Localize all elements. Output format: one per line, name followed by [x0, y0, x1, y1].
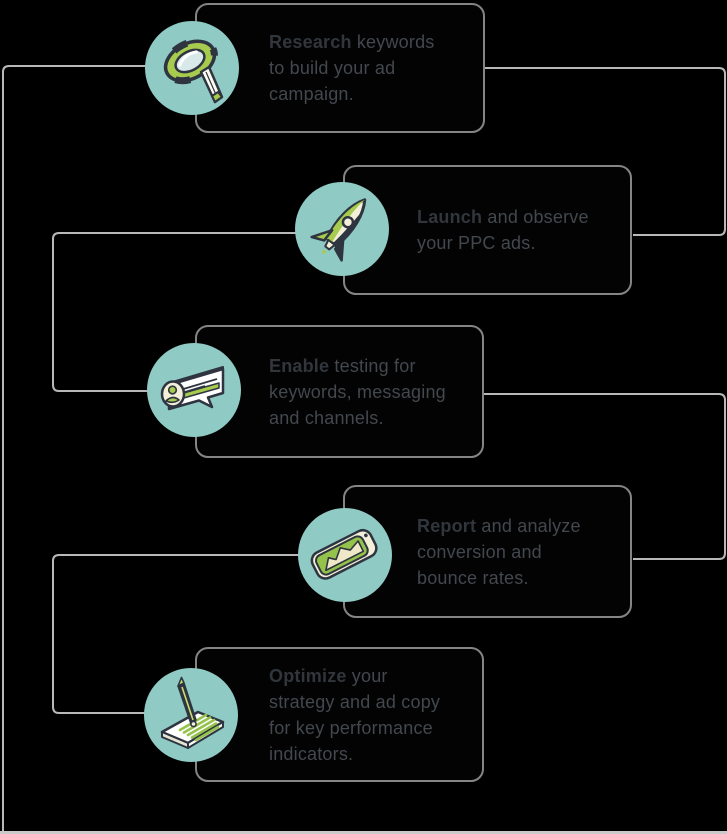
- connector-step1-step2: [485, 67, 726, 236]
- step-circle-research: [145, 21, 239, 115]
- chat-bubble-icon: [160, 366, 225, 411]
- phone-chart-icon: [310, 528, 378, 580]
- rocket-icon: [310, 198, 367, 262]
- bottom-edge-strip: [0, 831, 727, 834]
- connector-step3-step4: [484, 393, 726, 560]
- connector-left-edge-line: [2, 65, 192, 831]
- pen-paper-icon: [160, 676, 225, 749]
- step-circle-report: [298, 508, 392, 602]
- connector-step4-step5: [52, 554, 343, 714]
- magnifier-icon: [162, 37, 224, 104]
- step-circle-launch: [295, 182, 389, 276]
- step-circle-optimize: [144, 668, 238, 762]
- connector-step2-step3: [52, 232, 340, 392]
- step-circle-enable: [147, 343, 241, 437]
